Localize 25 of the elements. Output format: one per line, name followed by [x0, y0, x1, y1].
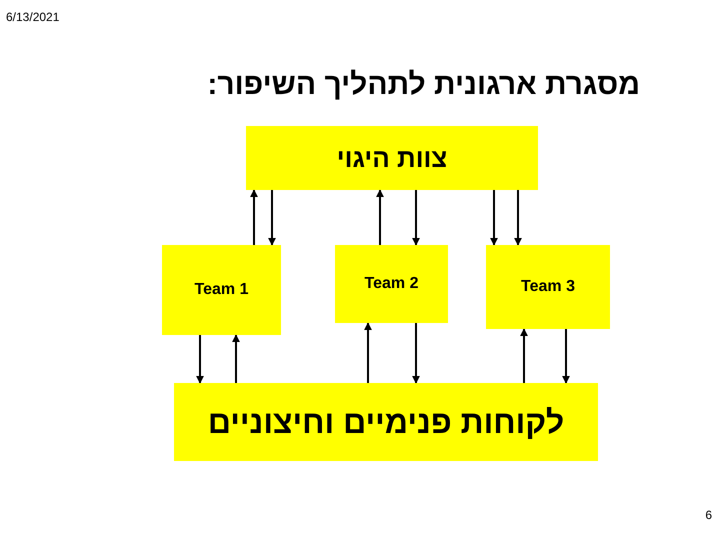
- box-label: Team 3: [521, 278, 575, 296]
- box-label: Team 1: [194, 281, 248, 299]
- team-box: [246, 126, 538, 190]
- title: מסגרת ארגונית לתהליך השיפור:: [207, 68, 640, 102]
- team-box: [162, 245, 281, 335]
- arrow: [412, 190, 420, 246]
- box-label: לקוחות פנימיים וחיצוניים: [208, 404, 564, 440]
- arrow: [376, 189, 384, 245]
- arrow: [250, 189, 258, 245]
- page-number: 6: [705, 508, 712, 522]
- team-box: [174, 383, 598, 461]
- date-label: 6/13/2021: [6, 10, 60, 24]
- box-label: Team 2: [364, 275, 418, 293]
- arrow: [562, 329, 570, 384]
- arrow: [196, 335, 204, 384]
- arrow: [520, 328, 528, 383]
- box-label: צוות היגוי: [336, 142, 448, 174]
- team-box: [486, 245, 610, 329]
- arrow: [232, 334, 240, 383]
- arrow: [514, 190, 522, 246]
- team-box: [335, 245, 448, 323]
- arrow: [364, 322, 372, 383]
- arrow: [490, 190, 498, 246]
- arrow: [412, 323, 420, 384]
- arrow: [268, 190, 276, 246]
